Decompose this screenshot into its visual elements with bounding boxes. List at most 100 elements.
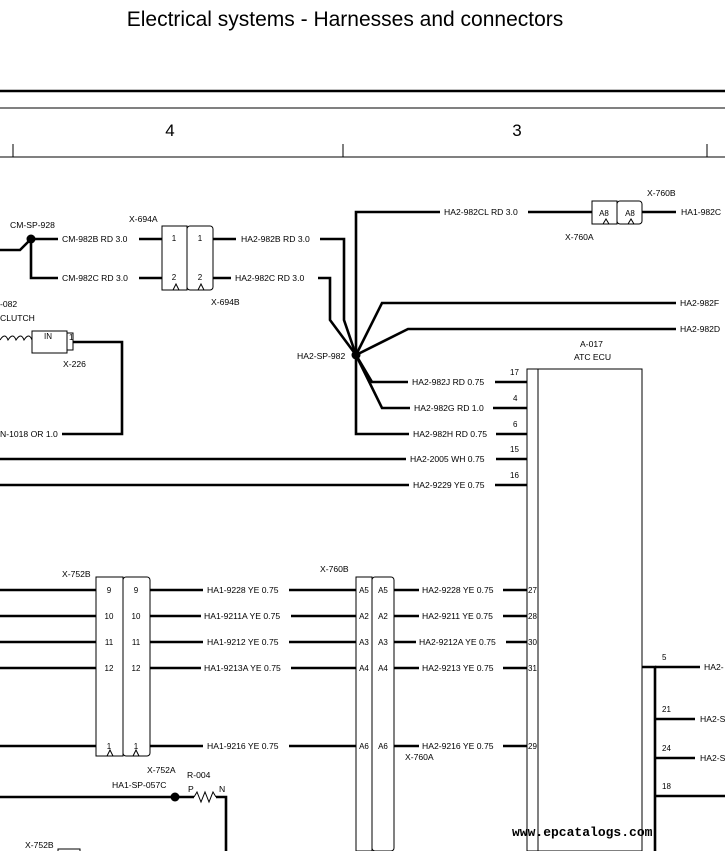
watermark-text: www.epcatalogs.com: [512, 825, 653, 840]
splice-label: CM-SP-928: [10, 220, 55, 230]
wire-label: HA1-9213A YE 0.75: [204, 663, 281, 673]
wire-label: HA2-982J RD 0.75: [412, 377, 484, 387]
connector-label: X-760B: [320, 564, 349, 574]
pin-number: A5: [359, 586, 369, 595]
wire-label: HA2-9211 YE 0.75: [422, 611, 493, 621]
wire-label: HA2-982F: [680, 298, 719, 308]
wire-label: HA1-9216 YE 0.75: [207, 741, 279, 751]
pin-number: A8: [625, 209, 635, 218]
wire-group-lower: HA1-9228 YE 0.75 HA1-9211A YE 0.75 HA1-9…: [0, 585, 527, 751]
terminal-label: P: [188, 784, 194, 794]
wire-group-long: HA2-2005 WH 0.75 HA2-9229 YE 0.75: [0, 454, 527, 490]
connector-label: X-752B: [62, 569, 91, 579]
pin-number: A4: [359, 664, 369, 673]
wire-label: HA2-982CL RD 3.0: [444, 207, 518, 217]
pin-label: IN: [44, 332, 52, 341]
wire-label: CM-982C RD 3.0: [62, 273, 128, 283]
pin-number: 12: [132, 664, 141, 673]
resistor-symbol: [193, 790, 217, 804]
wire-label: HA1-9211A YE 0.75: [204, 611, 280, 621]
connector-label: X-694B: [211, 297, 240, 307]
wire-label: HA2-9216 YE 0.75: [422, 741, 494, 751]
pin-number: 30: [528, 638, 537, 647]
zone-number: 3: [512, 121, 521, 140]
pin-number: 1: [69, 333, 74, 342]
pin-number: 12: [105, 664, 114, 673]
pin-number: 1: [198, 234, 203, 243]
pin-number: 5: [662, 653, 667, 662]
wire-label: HA2-9212A YE 0.75: [419, 637, 496, 647]
pin-number: 24: [662, 744, 671, 753]
pin-number: 29: [528, 742, 537, 751]
pin-number: 31: [528, 664, 537, 673]
component-label: R-004: [187, 770, 211, 780]
pin-number: 4: [513, 394, 518, 403]
wire-label: HA1-9212 YE 0.75: [207, 637, 279, 647]
connector-label: X-760B: [647, 188, 676, 198]
pin-number: 10: [105, 612, 114, 621]
wire-label: HA2-S: [700, 753, 725, 763]
pin-number: A8: [599, 209, 609, 218]
pin-number: 28: [528, 612, 537, 621]
pin-number: A6: [359, 742, 369, 751]
connector-x760a-mid-body: [371, 576, 395, 851]
pin-number: 1: [107, 742, 112, 751]
component-label: ATC ECU: [574, 352, 611, 362]
ecu-body: [526, 368, 643, 851]
wire-label: HA2-982G RD 1.0: [414, 403, 484, 413]
pin-number: 18: [662, 782, 671, 791]
connector-label: X-752A: [147, 765, 176, 775]
connector-x694a-body: [161, 225, 188, 291]
wire-label: HA1-982C: [681, 207, 721, 217]
connector-stub: [57, 848, 81, 851]
component-label: CLUTCH: [0, 313, 35, 323]
connector-x694b-body: [186, 225, 214, 291]
atc-ecu: A-017 ATC ECU 17 4 6 15 16 27 28 30 31 2…: [510, 339, 643, 851]
pin-number: 6: [513, 420, 518, 429]
connector-x760-mid: X-760B X-760A A5 A5 A2 A2 A3 A3 A4 A4 A6…: [320, 564, 434, 851]
pin-number: A5: [378, 586, 388, 595]
splice-label: HA2-SP-982: [297, 351, 345, 361]
wire-label: HA2-982H RD 0.75: [413, 429, 487, 439]
wire-label: CM-982B RD 3.0: [62, 234, 128, 244]
pin-number: 2: [198, 273, 203, 282]
splice-dot: [170, 792, 180, 802]
wire-label: HA2-982B RD 3.0: [241, 234, 310, 244]
wire-label: HA2-: [704, 662, 724, 672]
pin-number: 11: [105, 638, 114, 647]
wire-label: HA2-982C RD 3.0: [235, 273, 304, 283]
connector-x752a-body: [122, 576, 151, 757]
wire-label: HA2-9213 YE 0.75: [422, 663, 494, 673]
component-label: A-017: [580, 339, 603, 349]
wire-group-cm-982: CM-SP-928 CM-982B RD 3.0 CM-982C RD 3.0: [0, 220, 162, 283]
pin-number: A4: [378, 664, 388, 673]
wire-label: HA2-9228 YE 0.75: [422, 585, 494, 595]
wire-label: HA2-982D: [680, 324, 720, 334]
connector-label: X-760A: [565, 232, 594, 242]
clutch-solenoid: -082 CLUTCH IN 1 X-226 N-1018 OR 1.0: [0, 299, 124, 439]
connector-x694: 1 1 2 2 X-694A X-694B: [129, 214, 240, 307]
connector-label: X-752B: [25, 840, 54, 850]
pin-number: 1: [172, 234, 177, 243]
pin-number: 15: [510, 445, 519, 454]
pin-number: 16: [510, 471, 519, 480]
splice-dot: [351, 350, 361, 360]
wire-group-ha2-982: HA2-982B RD 3.0 HA2-982C RD 3.0 HA2-982C…: [213, 207, 720, 439]
zone-frame: 4 3: [0, 89, 725, 158]
resistor-r004-circuit: R-004 HA1-SP-057C P N X-752B: [0, 770, 228, 851]
pin-number: A2: [378, 612, 388, 621]
connector-label: X-226: [63, 359, 86, 369]
connector-label: X-694A: [129, 214, 158, 224]
pin-number: 10: [132, 612, 141, 621]
splice-label: HA1-SP-057C: [112, 780, 166, 790]
wire-label: HA2-S: [700, 714, 725, 724]
pin-number: A2: [359, 612, 369, 621]
component-label: -082: [0, 299, 17, 309]
splice-dot: [26, 234, 36, 244]
connector-label: X-760A: [405, 752, 434, 762]
pin-number: A6: [378, 742, 388, 751]
coil-symbol: [0, 335, 33, 342]
connector-x752b-body: [95, 576, 124, 757]
